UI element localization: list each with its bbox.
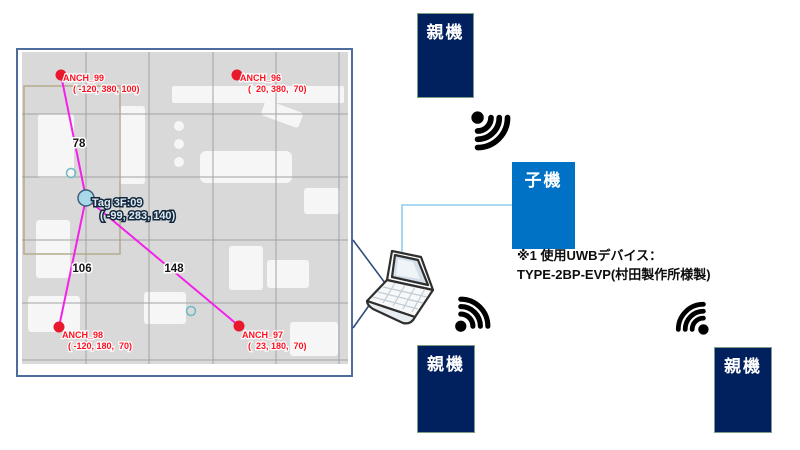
tag-id: Tag 3F:09 — [92, 197, 143, 209]
wifi-signal-icon — [455, 296, 491, 332]
teal-marker-icon — [185, 305, 197, 317]
parent-device-label: 親機 — [724, 357, 762, 376]
parent-device-label: 親機 — [426, 23, 465, 42]
laptop-icon — [365, 249, 435, 325]
anchor-coords: ( 20, 380, 70) — [248, 84, 307, 94]
distance-label: 78 — [73, 138, 86, 150]
anchor-dot-icon — [233, 320, 245, 332]
anchor-dot-icon — [53, 321, 65, 333]
tag-coords: ( -99, 283, 140) — [100, 210, 176, 222]
floorplan-panel: ANCH_99 ( -120, 380, 100) ANCH_96 ( 20, … — [16, 48, 353, 377]
parent-device-box-bottom-right: 親機 — [714, 347, 772, 433]
anchor-id: ANCH_99 — [63, 73, 104, 83]
anchor-coords: ( -120, 180, 70) — [68, 341, 132, 351]
note-line-1: ※1 使用UWBデバイス： — [517, 248, 663, 263]
anchor-coords: ( -120, 380, 100) — [73, 84, 140, 94]
child-device-box: 子機 — [512, 162, 575, 249]
child-device-label: 子機 — [524, 171, 563, 190]
distance-label: 106 — [72, 263, 91, 275]
room-outline — [23, 85, 121, 255]
parent-device-label: 親機 — [427, 355, 465, 374]
teal-marker-icon — [65, 167, 77, 179]
furniture-shapes — [28, 86, 344, 356]
parent-device-box-top: 親機 — [417, 13, 474, 98]
anchor-id: ANCH_96 — [240, 73, 281, 83]
wifi-signal-icon — [471, 111, 511, 151]
wifi-signal-icon — [675, 301, 709, 335]
distance-label: 148 — [164, 263, 184, 275]
uwb-device-note: ※1 使用UWBデバイス： TYPE-2BP-EVP(村田製作所様製) — [517, 246, 711, 284]
anchor-id: ANCH_97 — [242, 330, 283, 340]
note-line-2: TYPE-2BP-EVP(村田製作所様製) — [517, 267, 711, 282]
ranging-lines — [58, 74, 240, 328]
anchor-dots — [53, 69, 245, 333]
map-grid — [22, 52, 348, 364]
anchor-coords: ( 23, 180, 70) — [248, 341, 307, 351]
floorplan-map: ANCH_99 ( -120, 380, 100) ANCH_96 ( 20, … — [22, 52, 348, 364]
anchor-id: ANCH_98 — [62, 330, 103, 340]
anchor-dot-icon — [231, 69, 243, 81]
anchor-dot-icon — [55, 69, 67, 81]
tag-dot-icon — [77, 189, 95, 207]
parent-device-box-bottom-left: 親機 — [417, 345, 475, 433]
connector-line — [401, 204, 512, 253]
